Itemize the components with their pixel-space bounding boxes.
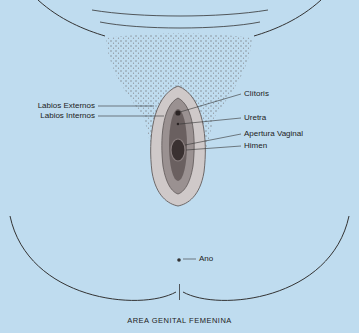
thigh-line [38,0,105,36]
cleft-line [179,284,180,300]
leader-line [186,146,241,150]
leader-line [180,118,241,124]
leader-line [185,134,241,145]
inner-labia [162,98,194,194]
part-label: Himen [244,141,267,151]
hip-line [100,22,260,28]
part-label: Labios Externos [38,101,95,111]
thigh-line [254,0,321,36]
buttock-line [10,216,176,300]
figure-caption: AREA GENITAL FEMENINA [0,316,359,325]
pubic-hair [106,34,252,206]
part-label: Clítoris [244,89,269,99]
leader-line [180,94,241,112]
vaginal-opening [171,139,185,161]
clitoris-shape [175,110,180,115]
vestibule [169,109,187,181]
urethra-shape [177,123,180,126]
part-label: Apertura Vaginal [244,129,303,139]
buttock-line [183,216,349,300]
anus-shape [177,258,181,262]
outer-labia [151,86,206,206]
hip-line [92,10,268,16]
leader-line [98,116,164,117]
leader-line [98,106,154,107]
part-label: Uretra [244,113,266,123]
leader-line [183,259,196,260]
part-label: Ano [199,254,213,264]
part-label: Labios Internos [40,111,95,121]
